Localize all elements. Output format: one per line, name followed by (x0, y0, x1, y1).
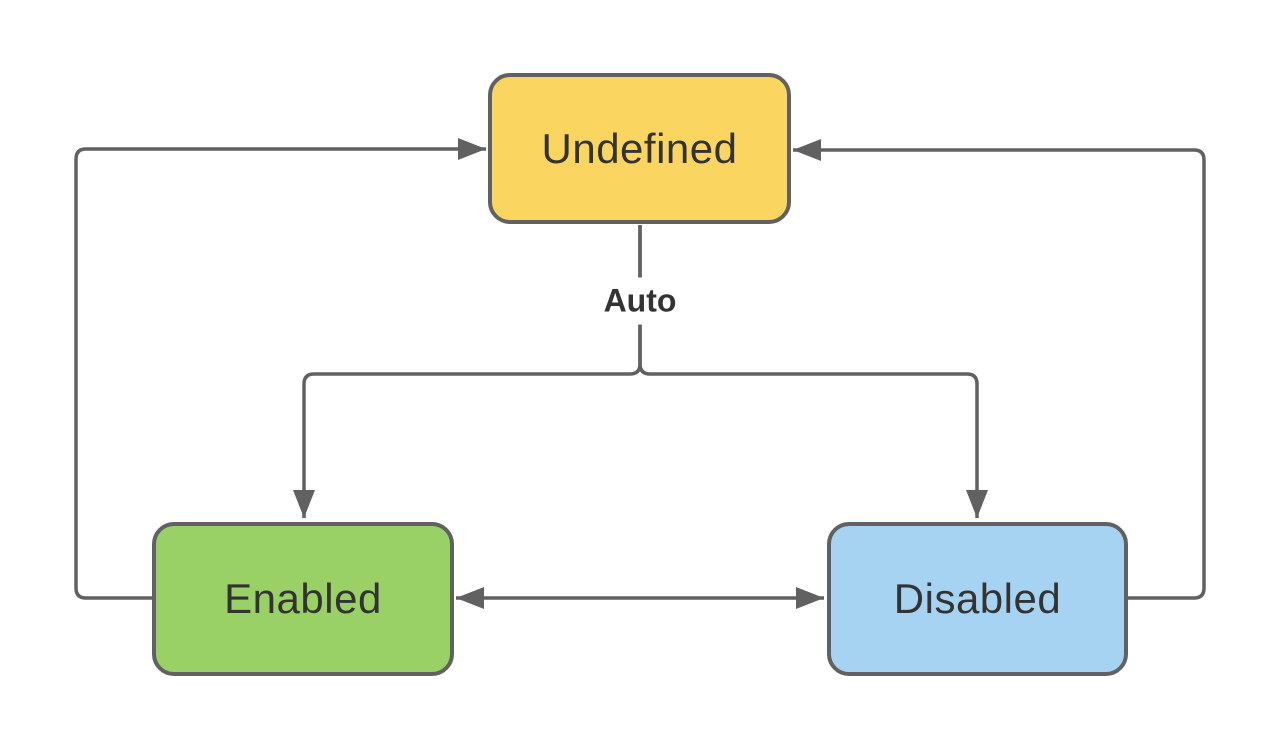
node-label-enabled: Enabled (224, 575, 382, 622)
state-node-disabled: Disabled (827, 522, 1128, 676)
node-label-disabled: Disabled (893, 575, 1062, 622)
state-node-enabled: Enabled (152, 522, 454, 676)
state-node-undefined: Undefined (488, 73, 791, 224)
edge-label-auto: Auto (595, 277, 685, 325)
edge-enabled-to-undefined (74, 138, 486, 600)
edge-undefined-to-enabled (293, 225, 642, 518)
edge-disabled-to-undefined (793, 139, 1206, 600)
node-label-undefined: Undefined (541, 124, 738, 172)
edge-undefined-to-disabled (638, 225, 988, 518)
